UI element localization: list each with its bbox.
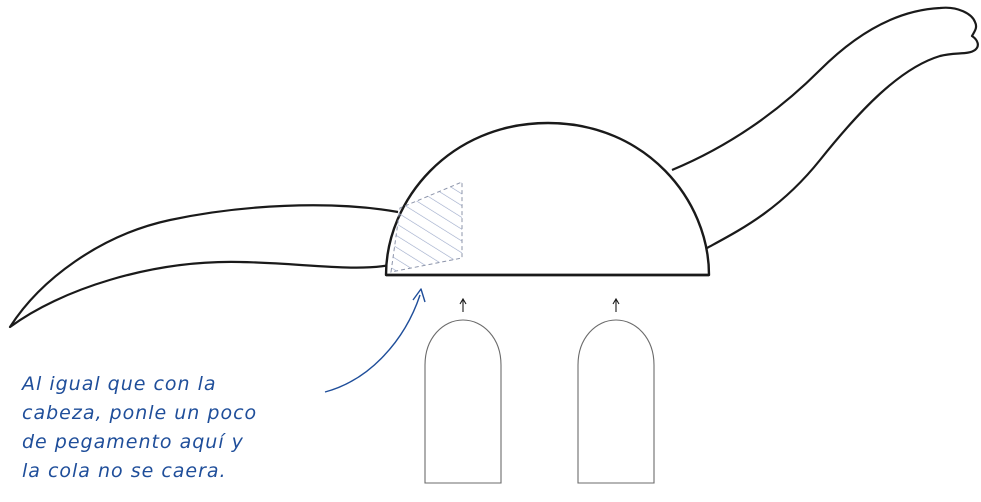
dinosaur-body — [384, 121, 711, 277]
dinosaur-neck — [671, 6, 979, 249]
note-arrow-head — [412, 288, 426, 303]
note-line-3: de pegamento aquí y — [22, 431, 244, 453]
dinosaur-tail — [8, 204, 399, 329]
note-line-4: la cola no se caera. — [22, 460, 227, 482]
glue-instruction-note: Al igual que con la cabeza, ponle un poc… — [22, 370, 382, 486]
note-line-2: cabeza, ponle un poco — [22, 402, 258, 424]
hatched-glue-area — [390, 181, 463, 273]
note-arrow — [324, 294, 421, 393]
leg-right — [577, 297, 655, 484]
leg-left-up-arrow — [459, 297, 467, 312]
leg-right-outline — [577, 319, 655, 484]
leg-left-outline — [424, 319, 502, 484]
leg-right-up-arrow — [612, 297, 620, 312]
note-line-1: Al igual que con la — [22, 373, 217, 395]
leg-left — [424, 297, 502, 484]
